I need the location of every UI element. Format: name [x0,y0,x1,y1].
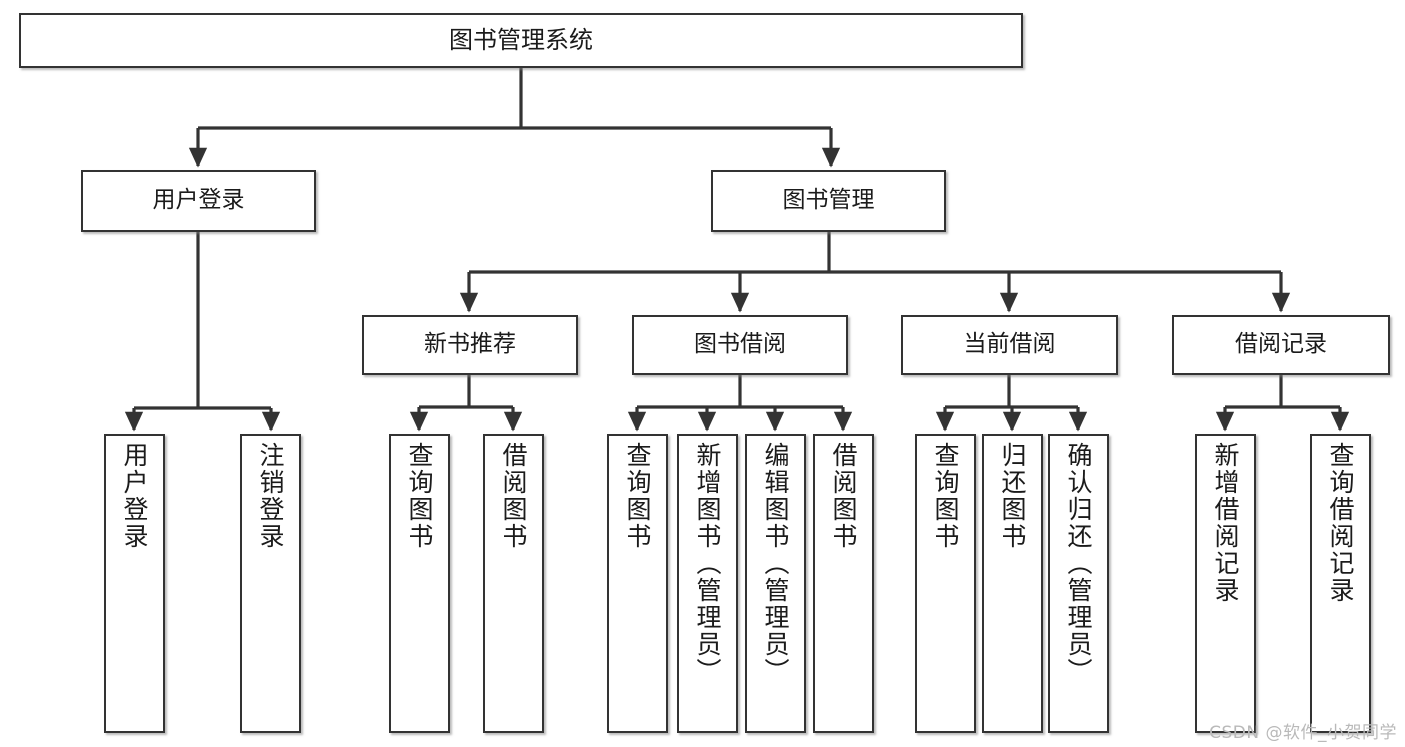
node-current-borrow-label: 当前借阅 [963,331,1056,358]
node-query-book-3-label: 查询图书 [931,442,960,550]
node-add-borrow-record-label: 新增借阅记录 [1211,442,1240,604]
node-book-borrow[interactable]: 图书借阅 [632,315,848,375]
watermark: CSDN @软件_小贺同学 [1209,723,1397,743]
node-confirm-return-admin[interactable]: 确认归还（管理员） [1048,434,1109,733]
node-new-book-recommend[interactable]: 新书推荐 [362,315,578,375]
node-confirm-return-admin-label: 确认归还（管理员） [1064,442,1093,685]
node-add-book-admin[interactable]: 新增图书（管理员） [677,434,738,733]
node-logout-leaf[interactable]: 注销登录 [240,434,301,733]
node-root-label: 图书管理系统 [449,26,593,55]
node-add-borrow-record[interactable]: 新增借阅记录 [1195,434,1256,733]
node-query-book-1-label: 查询图书 [405,442,434,550]
node-user-login-leaf-label: 用户登录 [120,442,149,550]
node-query-book-3[interactable]: 查询图书 [915,434,976,733]
node-edit-book-admin[interactable]: 编辑图书（管理员） [745,434,806,733]
node-current-borrow[interactable]: 当前借阅 [901,315,1118,375]
node-borrow-book-1-label: 借阅图书 [499,442,528,550]
node-borrow-book-2-label: 借阅图书 [829,442,858,550]
node-book-borrow-label: 图书借阅 [694,331,786,358]
node-book-manage[interactable]: 图书管理 [711,170,946,232]
node-borrow-record-label: 借阅记录 [1235,331,1327,358]
node-new-book-recommend-label: 新书推荐 [424,331,516,358]
node-borrow-book-1[interactable]: 借阅图书 [483,434,544,733]
node-add-book-admin-label: 新增图书（管理员） [693,442,722,685]
node-query-book-1[interactable]: 查询图书 [389,434,450,733]
node-edit-book-admin-label: 编辑图书（管理员） [761,442,790,685]
node-return-book-label: 归还图书 [998,442,1027,550]
node-root[interactable]: 图书管理系统 [19,13,1023,68]
node-book-manage-label: 图书管理 [782,187,875,214]
node-borrow-book-2[interactable]: 借阅图书 [813,434,874,733]
node-query-borrow-record-label: 查询借阅记录 [1326,442,1355,604]
node-borrow-record[interactable]: 借阅记录 [1172,315,1390,375]
node-logout-leaf-label: 注销登录 [256,442,285,550]
node-return-book[interactable]: 归还图书 [982,434,1043,733]
node-user-login[interactable]: 用户登录 [81,170,316,232]
node-query-borrow-record[interactable]: 查询借阅记录 [1310,434,1371,733]
node-query-book-2-label: 查询图书 [623,442,652,550]
node-user-login-leaf[interactable]: 用户登录 [104,434,165,733]
node-user-login-label: 用户登录 [152,187,245,214]
node-query-book-2[interactable]: 查询图书 [607,434,668,733]
